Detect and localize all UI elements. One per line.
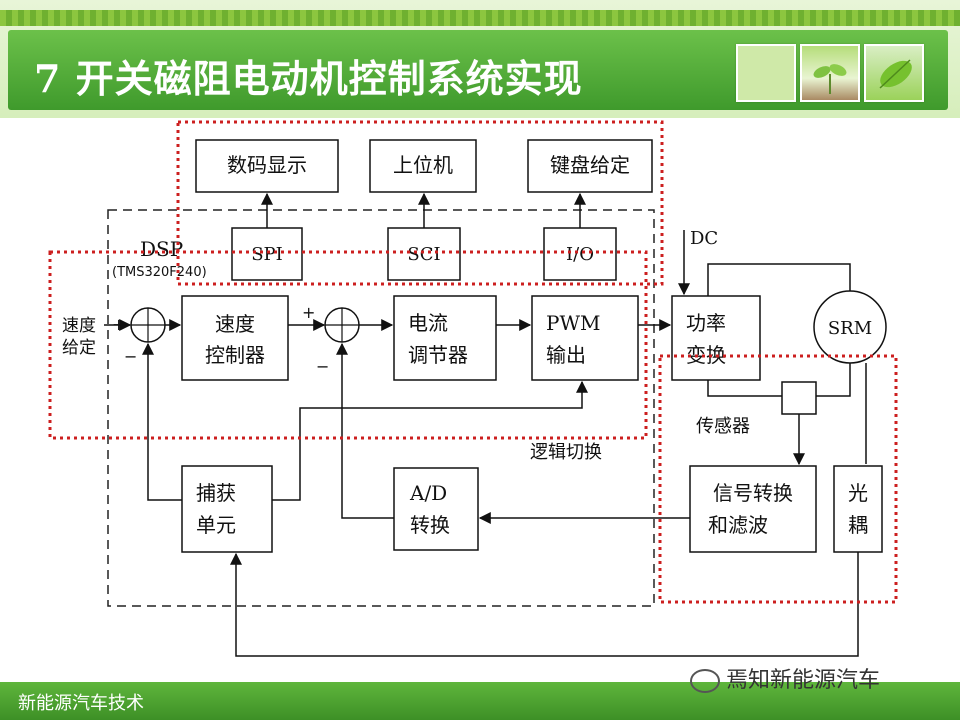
power-converter-label-2: 变换 (686, 343, 726, 367)
current-regulator-label-2: 调节器 (408, 343, 468, 367)
signal-filter-label-1: 信号转换 (713, 481, 793, 505)
srm-label: SRM (828, 318, 872, 339)
logic-switch-label: 逻辑切换 (530, 442, 602, 463)
capture-unit-label-2: 单元 (196, 513, 236, 537)
converter-to-motor-line (707, 263, 851, 306)
sensor-block (781, 381, 817, 415)
dsp-label: DSP (140, 237, 183, 261)
decor-thumbnail-plain (736, 44, 796, 102)
slide-title: 7 开关磁阻电动机控制系统实现 (34, 56, 583, 101)
dsp-boundary (107, 209, 655, 607)
ad-converter-label-1: A/D (409, 481, 447, 505)
io-block (543, 227, 617, 281)
display-block-label: 数码显示 (227, 153, 307, 177)
watermark: 焉知新能源汽车 (690, 662, 880, 694)
feedback-highlight (658, 354, 898, 604)
current-sum-minus: − (316, 357, 329, 376)
leaf-icon (879, 59, 912, 89)
signal-filter-block (689, 465, 817, 553)
speed-controller-label-1: 速度 (215, 312, 255, 336)
capture-to-pwm-logic-arrow (272, 380, 588, 501)
ad-converter-block (393, 467, 479, 551)
speed-controller-label-2: 控制器 (205, 343, 265, 367)
keyboard-block-label: 键盘给定 (550, 153, 630, 177)
dc-label: DC (690, 228, 718, 249)
optocoupler-to-capture-arrow (230, 552, 859, 657)
ad-converter-label-2: 转换 (410, 513, 450, 537)
pwm-output-label-2: 输出 (546, 343, 586, 367)
capture-unit-label-1: 捕获 (196, 481, 236, 505)
current-regulator-label-1: 电流 (408, 311, 448, 335)
footer-bar (0, 682, 960, 720)
keyboard-block (527, 139, 653, 193)
host-pc-block-label: 上位机 (393, 153, 453, 177)
display-block (195, 139, 339, 193)
speed-input-label-2: 给定 (62, 338, 96, 358)
decor-thumbnail-leaf (864, 44, 924, 102)
io-label: I/O (566, 244, 594, 265)
power-converter-block (671, 295, 761, 381)
converter-to-sensor-line (707, 380, 782, 397)
speed-sum-minus: − (124, 347, 137, 366)
current-sum-plus: + (302, 303, 315, 322)
power-converter-label-1: 功率 (686, 311, 726, 335)
capture-unit-block (181, 465, 273, 553)
signal-filter-label-2: 和滤波 (708, 513, 768, 537)
decor-thumbnail-sprout (800, 44, 860, 102)
pwm-output-label-1: PWM (546, 311, 601, 335)
footer-text: 新能源汽车技术 (18, 693, 144, 714)
host-pc-block (369, 139, 477, 193)
pwm-output-block (531, 295, 639, 381)
sci-label: SCI (407, 244, 440, 265)
communication-highlight (176, 120, 664, 286)
dsp-model-label: (TMS320F240) (112, 265, 207, 280)
capture-to-speed-junction-arrow (142, 342, 182, 501)
current-regulator-block (393, 295, 497, 381)
ad-to-current-junction-arrow (336, 342, 394, 519)
speed-controller-block (181, 295, 289, 381)
spi-label: SPI (251, 244, 283, 265)
sensor-label: 传感器 (696, 416, 750, 437)
optocoupler-label-1: 光 (848, 481, 868, 505)
optocoupler-block (833, 465, 883, 553)
sprout-icon (813, 64, 847, 94)
motor-to-sensor-line (816, 363, 851, 397)
header-stripe (0, 10, 960, 26)
spi-block (231, 227, 303, 281)
watermark-text: 焉知新能源汽车 (726, 668, 881, 693)
control-loop-highlight (48, 250, 648, 440)
speed-input-label-1: 速度 (62, 316, 96, 336)
wechat-icon (690, 669, 720, 693)
optocoupler-label-2: 耦 (848, 513, 868, 537)
